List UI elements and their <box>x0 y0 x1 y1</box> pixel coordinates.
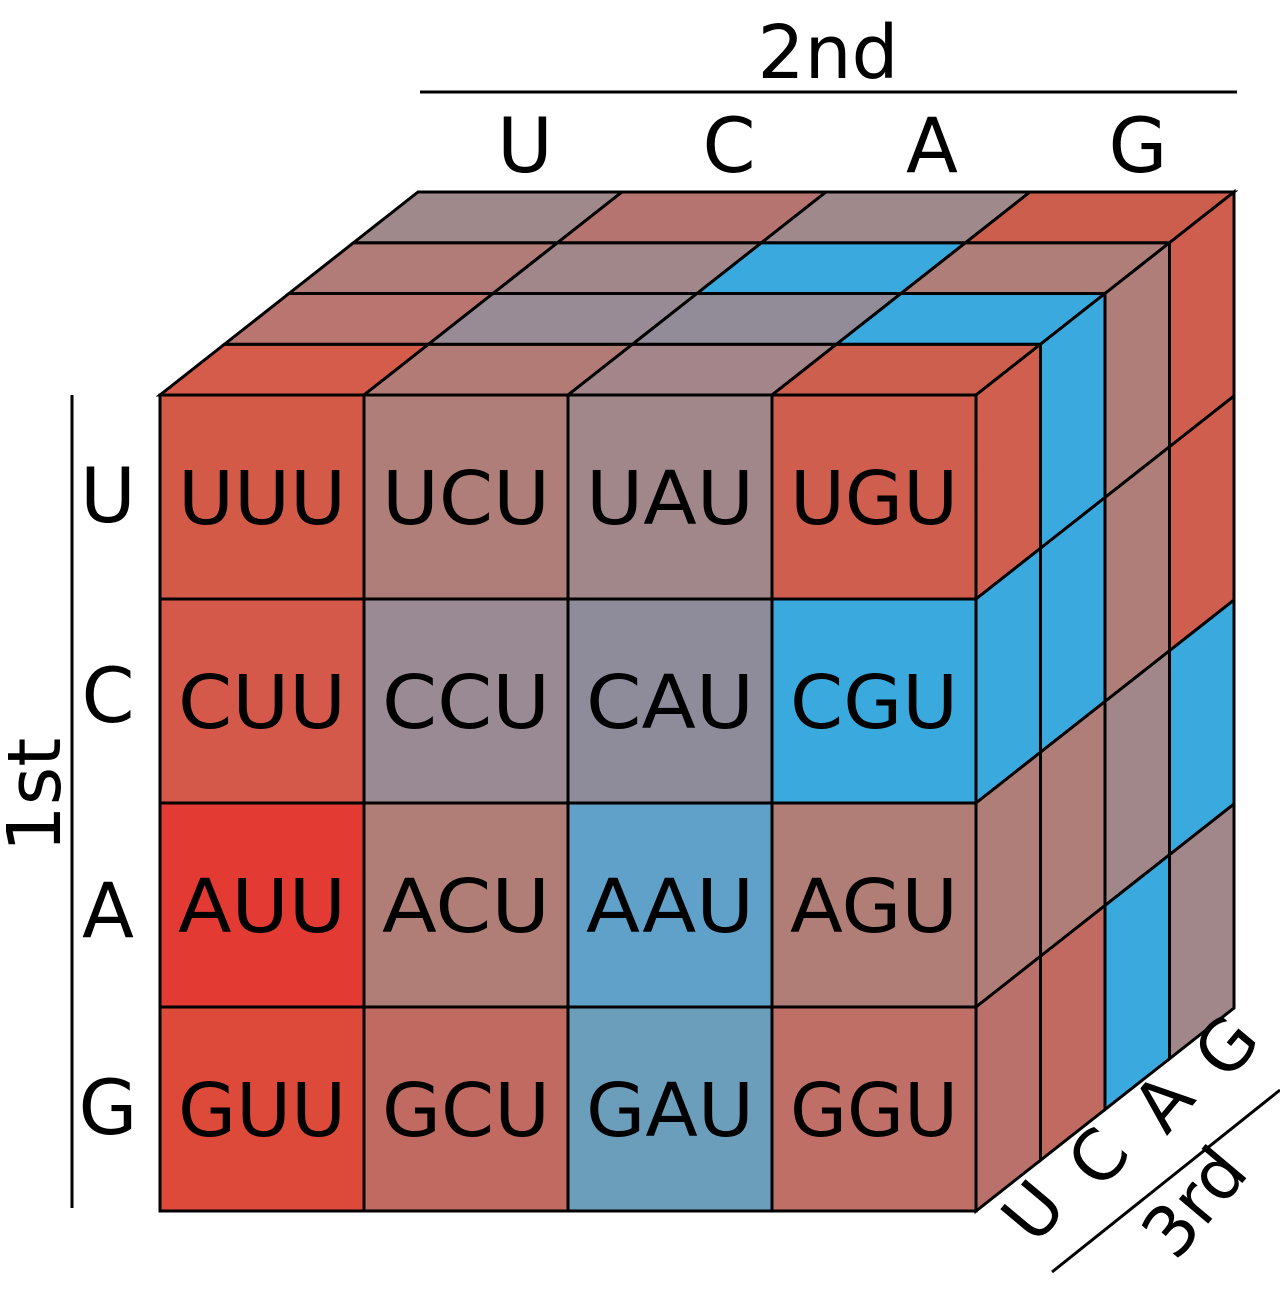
codon-label-acu: ACU <box>382 864 550 950</box>
cube-right-face <box>974 188 1236 1215</box>
codon-label-agu: AGU <box>790 864 958 950</box>
codon-label-ucu: UCU <box>382 456 550 542</box>
first-label-g: G <box>79 1063 138 1152</box>
third-axis-title: 3rd <box>1126 1132 1264 1274</box>
second-label-a: A <box>906 101 958 190</box>
first-axis-title: 1st <box>0 738 78 853</box>
codon-label-uau: UAU <box>586 456 754 542</box>
second-axis-title: 2nd <box>758 10 899 96</box>
codon-cell-ggu <box>770 1005 978 1213</box>
codon-label-guu: GUU <box>178 1068 346 1154</box>
first-label-c: C <box>81 651 134 740</box>
side-cell-row-g-third-g <box>1168 800 1236 1062</box>
first-label-u: U <box>80 451 136 540</box>
first-label-a: A <box>82 866 134 955</box>
cube-top-face <box>155 190 1239 397</box>
codon-label-cgu: CGU <box>790 660 958 746</box>
codon-label-ugu: UGU <box>790 456 958 542</box>
second-label-u: U <box>497 101 553 190</box>
codon-label-cau: CAU <box>586 660 754 746</box>
second-label-c: C <box>702 101 755 190</box>
second-label-g: G <box>1109 101 1168 190</box>
codon-label-cuu: CUU <box>178 660 346 746</box>
codon-label-auu: AUU <box>178 864 346 950</box>
codon-label-ccu: CCU <box>382 660 550 746</box>
third-axis-line <box>1051 1088 1280 1274</box>
codon-label-gcu: GCU <box>382 1068 550 1154</box>
codon-label-uuu: UUU <box>178 456 346 542</box>
codon-label-aau: AAU <box>586 864 754 950</box>
codon-label-gau: GAU <box>586 1068 754 1154</box>
cube-front-face: UUU UCU UAU UGU CUU CCU CAU CGU AUU ACU AAU AGU GUU G… <box>158 393 978 1213</box>
codon-label-ggu: GGU <box>790 1068 958 1154</box>
